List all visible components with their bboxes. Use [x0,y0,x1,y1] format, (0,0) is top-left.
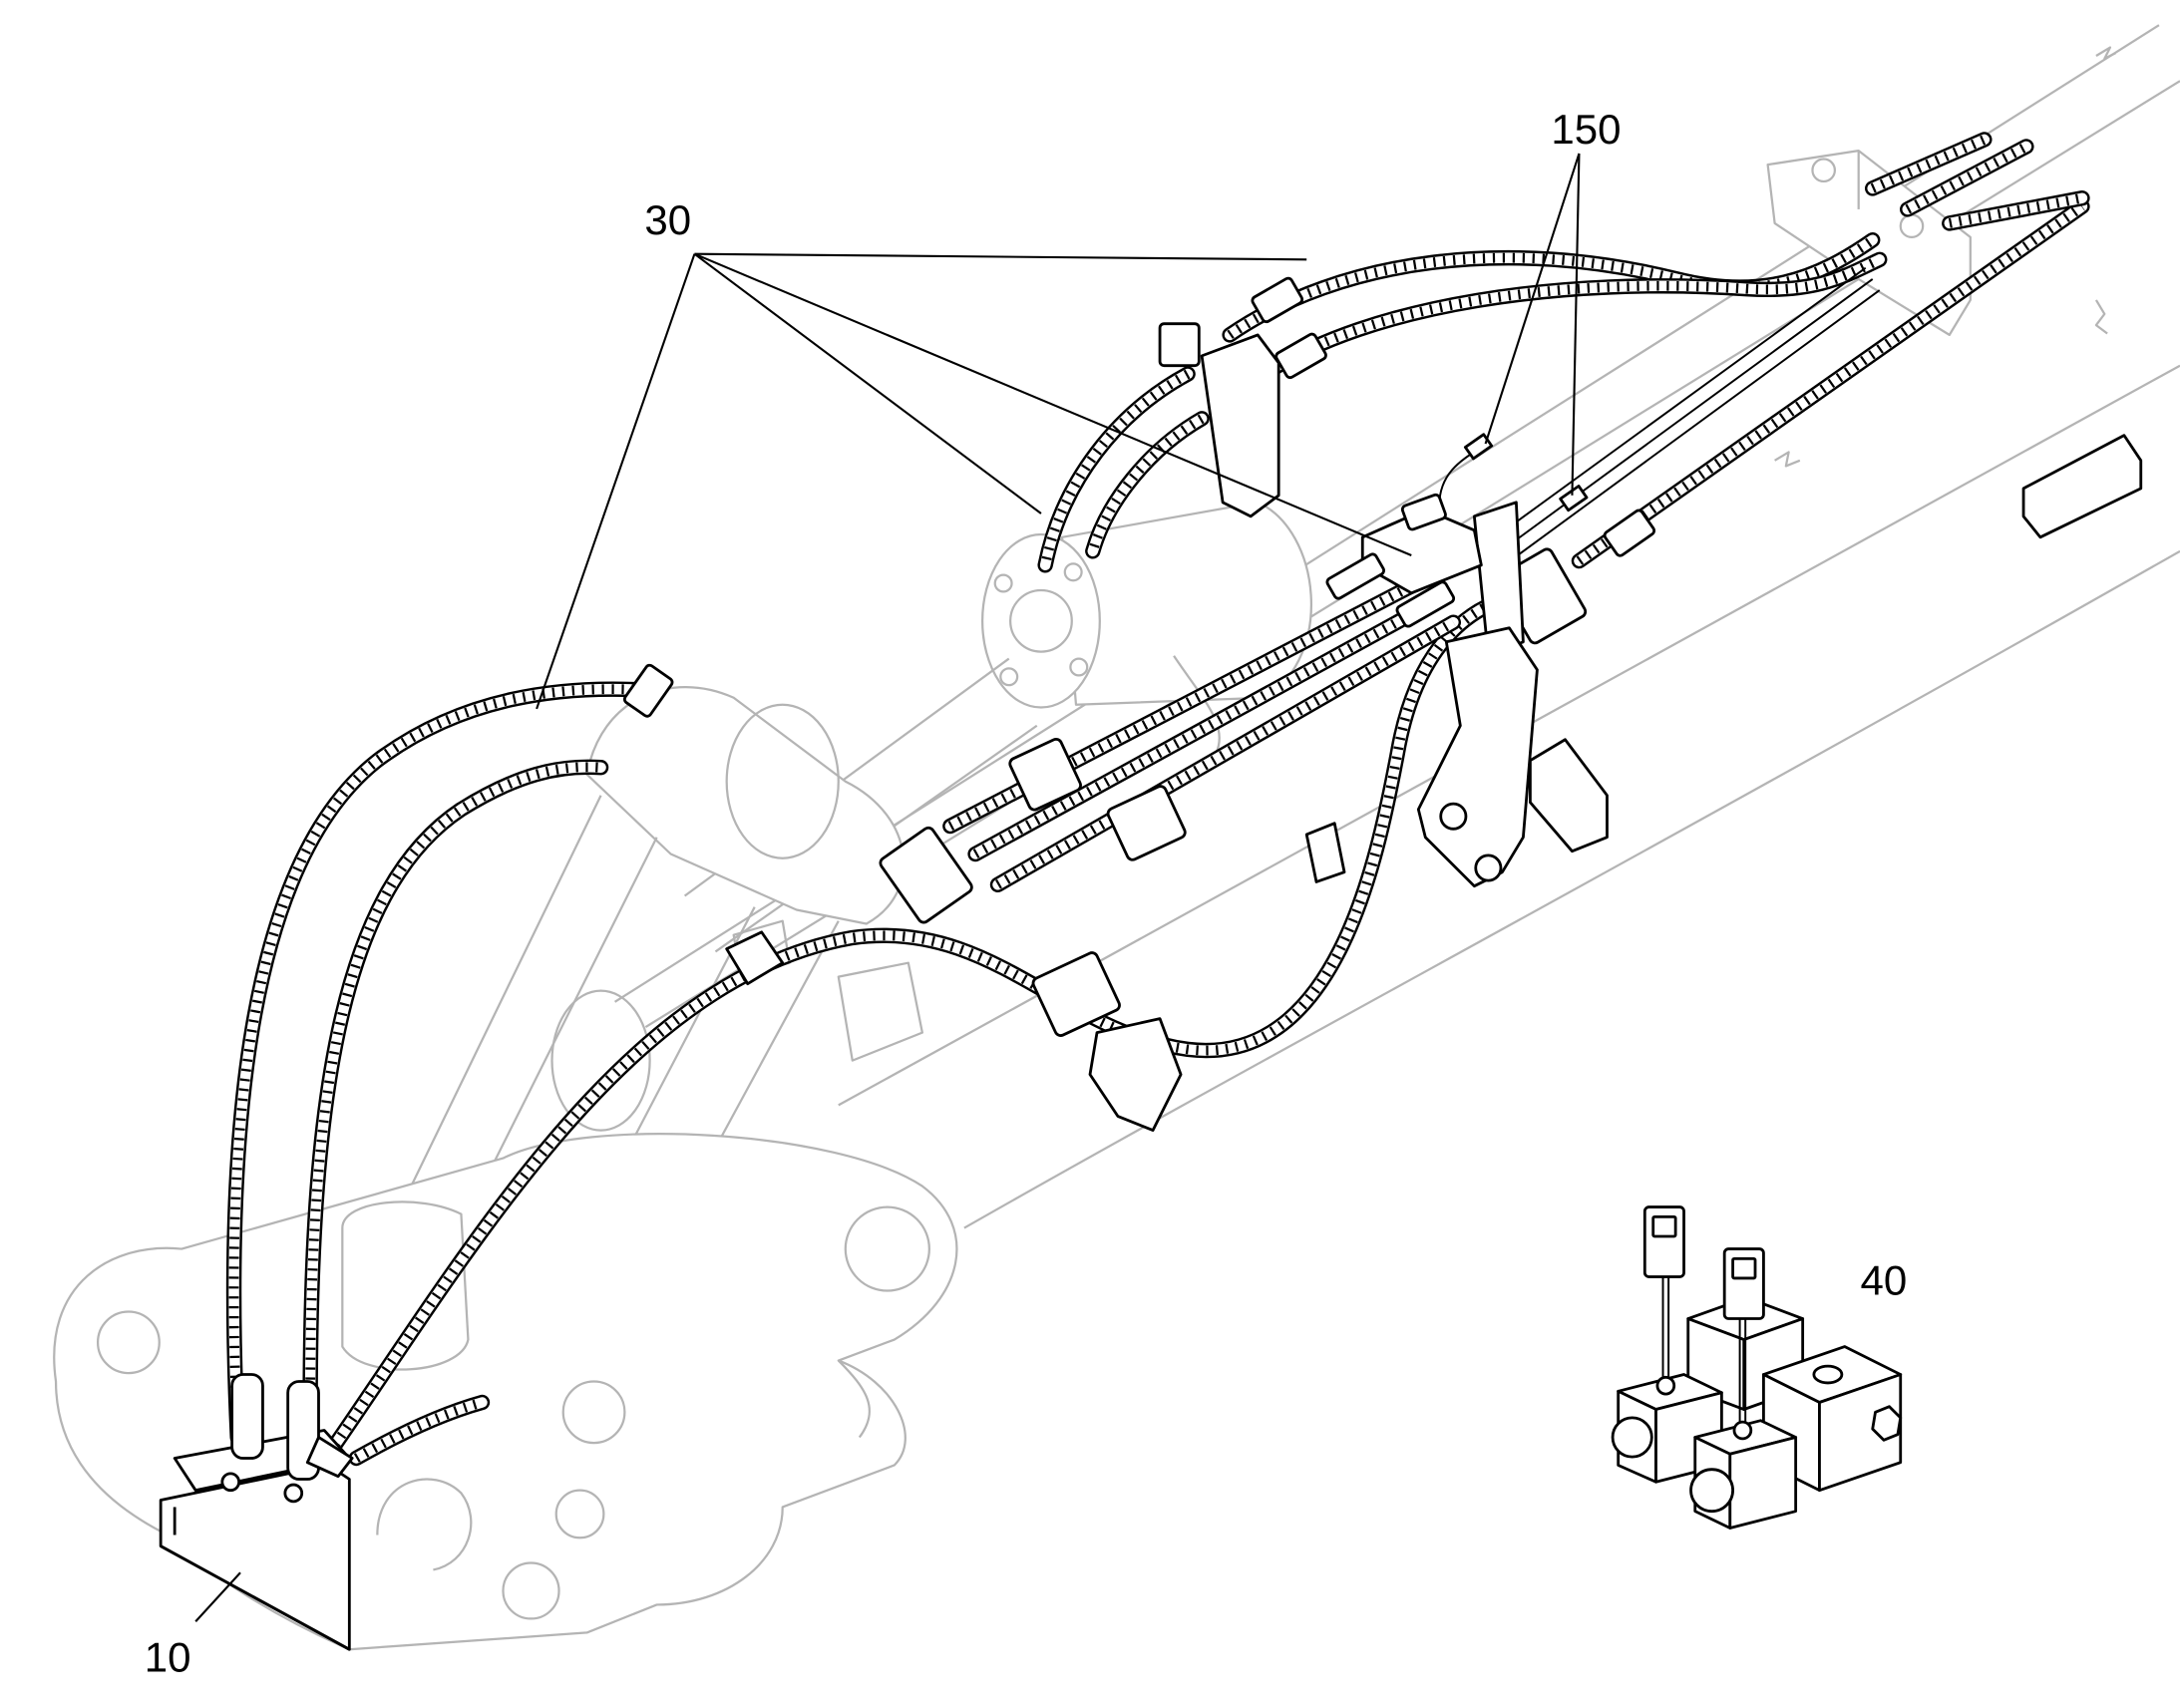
boom-cylinder [683,501,1312,953]
clamps-and-brackets [725,322,2143,1133]
leader-150-a [1484,153,1581,445]
hose-fittings [622,276,1656,718]
coupler-manifold [159,1373,354,1651]
callout-40: 40 [1861,1257,1908,1304]
leader-30-b [694,252,1412,556]
leader-150-b [1571,153,1581,496]
valve-block-front [1689,1247,1798,1530]
valve-block-left [1611,1205,1723,1484]
leader-10 [194,1571,241,1622]
leader-30-c [693,252,1042,514]
hose-rear-2 [1908,147,2026,209]
callout-30: 30 [644,196,691,243]
solenoid-valve-cluster [1611,1205,1903,1530]
wire-harness [1438,266,1881,556]
leader-30-a [694,252,1307,261]
callout-150: 150 [1551,106,1621,153]
leader-30-d [536,253,696,710]
leader-lines [194,153,1581,1622]
callout-10: 10 [145,1634,191,1681]
valve-block-right [1762,1345,1903,1493]
